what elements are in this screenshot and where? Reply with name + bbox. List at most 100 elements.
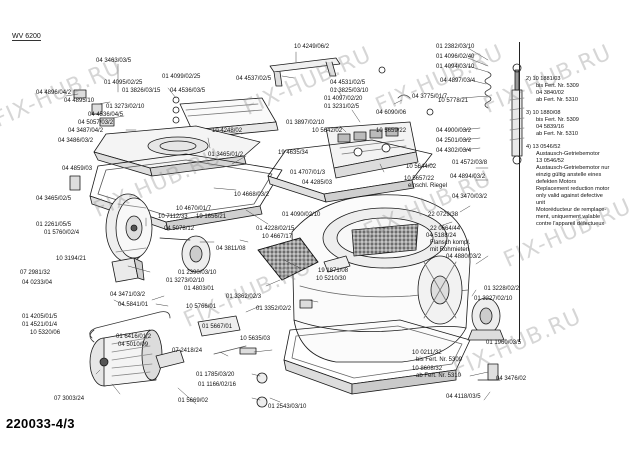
part-callout: 10 5644/02	[406, 164, 437, 170]
part-callout: 01 1166/02/16	[198, 382, 236, 388]
part-callout: ab Fert. Nr. 5310	[416, 373, 462, 379]
part-callout: 10 5657/22	[404, 176, 435, 182]
drive-pulley	[105, 193, 153, 263]
footnote-line: 4) 13 0546/52	[526, 144, 561, 150]
part-callout: 04 4536/04/5	[88, 112, 124, 118]
drive-motor	[89, 329, 163, 387]
footnote-line: bis Fert. Nr. 5309	[536, 117, 579, 123]
part-callout: 01 4228/02/15	[256, 226, 295, 232]
part-callout: 01 3465/01/2	[208, 152, 244, 158]
part-callout: 04 4118/03/5	[446, 394, 481, 400]
part-callout: einschl. Riegel	[408, 183, 448, 189]
footnote-line: 04 3840/02	[536, 90, 564, 96]
model-label: WV 6200	[12, 33, 41, 41]
part-callout: 01 2543/03/10	[268, 404, 307, 410]
part-callout: 04 3465/02/5	[36, 196, 72, 202]
part-callout: 10 5778/21	[438, 98, 469, 104]
part-callout: 01 3825/03/10	[330, 88, 369, 94]
part-callout: 10 7112/33	[158, 214, 188, 220]
carry-handle	[269, 57, 341, 87]
part-callout: 10 5210/30	[316, 276, 347, 282]
capacitor-box	[111, 257, 145, 283]
footnote-line: unit	[536, 200, 546, 206]
part-callout: 01 3826/03/15	[122, 88, 161, 94]
notes-divider	[519, 42, 520, 342]
part-callout: 19 4635/34	[278, 150, 309, 156]
part-callout: 04 4537/02/5	[236, 76, 272, 82]
part-callout: 10 3194/21	[56, 256, 87, 262]
drive-belt	[89, 311, 171, 343]
bearing-hub	[159, 235, 211, 273]
part-callout: 01 2261/05/5	[36, 222, 72, 228]
footnote-line: contre l'appareil défectueux	[536, 221, 605, 227]
part-callout: 01 4099/02/25	[162, 74, 201, 80]
part-callout: 04 3811/08	[216, 246, 246, 252]
part-callout: 04 3470/03/2	[452, 194, 488, 200]
part-callout: bis Fert. Nr. 5309	[416, 357, 463, 363]
footnote-line: Motoréducteur de remplace-	[536, 207, 607, 213]
part-callout: 01 2390/03/10	[178, 270, 217, 276]
part-callout: 10 0211/32	[412, 350, 442, 356]
part-callout: 19 1656/21	[196, 214, 227, 220]
document-number: 220033-4/3	[6, 416, 75, 431]
part-callout: 04 3486/03/2	[58, 138, 94, 144]
footnote-line: only valid against defective	[536, 193, 603, 199]
top-lid	[93, 125, 261, 177]
part-callout: 04 4859/03	[62, 166, 93, 172]
part-callout: 01 4521/01/4	[22, 322, 58, 328]
part-callout: 22 0729/38	[428, 212, 459, 218]
part-callout: 04 4285/03	[302, 180, 333, 186]
part-callout: 04 2501/03/2	[436, 138, 472, 144]
part-callout: 10 4667/17	[262, 234, 293, 240]
part-callout: 10 5635/03	[240, 336, 271, 342]
part-callout: 10 4670/01/7	[176, 206, 212, 212]
part-callout: 01 4205/01/5	[22, 314, 58, 320]
part-callout: 01 5669/02	[178, 398, 209, 404]
part-callout: 19 1871/08	[318, 268, 349, 274]
part-callout: 04 3463/03/5	[96, 58, 132, 64]
part-callout: 04 4531/02/5	[330, 80, 366, 86]
part-callout: 04 4302/03/4	[436, 148, 472, 154]
part-callout: 04 5078/12	[164, 226, 195, 232]
part-callout: 10 4668/03/2	[234, 192, 270, 198]
footnote-line: ab Fert. Nr. 5310	[536, 97, 578, 103]
base-frame	[283, 319, 471, 395]
part-callout: 01 4096/02/40	[436, 54, 475, 60]
part-callout: 04 4894/03/2	[450, 174, 486, 180]
footnote-line: ab Fert. Nr. 5310	[536, 131, 578, 137]
part-callout: 01 1785/03/20	[196, 372, 235, 378]
top-cover-plate	[267, 139, 433, 203]
part-callout: 01 1960/03/5	[486, 340, 522, 346]
footnote-line: Austausch-Getriebemotor	[536, 151, 600, 157]
drain-pump	[467, 297, 505, 341]
part-callout: 01 3228/02/2	[484, 286, 520, 292]
part-callout: 01 3897/02/10	[286, 120, 325, 126]
part-callout: 07 2981/32	[20, 270, 51, 276]
washing-drum	[291, 194, 471, 363]
part-callout: 04 4880/03/2	[446, 254, 482, 260]
part-callout: 10 4249/06/2	[294, 44, 330, 50]
footnote-line: Austausch-Getriebemotor nur	[536, 165, 610, 171]
footnote-line: einzig gültig anstelle eines	[536, 172, 602, 178]
part-callout: 01 6416/01/2	[116, 334, 152, 340]
part-callout: 04 3471/03/2	[110, 292, 146, 298]
part-callout: 07 2418/24	[172, 348, 203, 354]
footnote-line: bis Fert. Nr. 5309	[536, 83, 579, 89]
part-callout: 04 4896/04/2	[36, 90, 72, 96]
part-callout: 04 4536/03/5	[170, 88, 206, 94]
part-callout: 04 5188/24	[426, 233, 457, 239]
part-callout: 04 3476/02	[496, 376, 527, 382]
part-callout: 04 5841/01	[118, 302, 149, 308]
part-callout: mit Rohrnieten	[430, 247, 470, 253]
part-callout: 04 0233/04	[22, 280, 53, 286]
part-callout: 01 4572/03/8	[452, 160, 488, 166]
suspension-spring	[484, 71, 492, 109]
part-callout: 10 4248/02	[212, 128, 243, 134]
part-callout: 01 4707/01/3	[290, 170, 326, 176]
drum-door-flap	[257, 237, 319, 281]
part-callout: 04 6090/06	[376, 110, 407, 116]
part-callout: 04 5010/09	[118, 342, 149, 348]
footnote-line: defekten Motors	[536, 179, 577, 185]
part-callout: 10 5320/06	[30, 330, 61, 336]
